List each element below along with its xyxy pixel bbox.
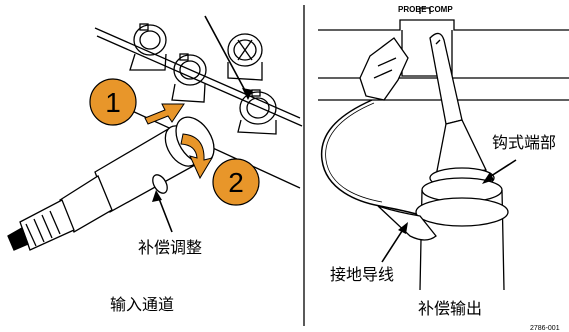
input-channel-label: 输入通道 [110,295,174,314]
right-arrow-icon [144,103,185,125]
target-pointer-line [204,15,249,97]
comp-output-label: 补偿输出 [418,299,482,318]
curved-arrow-icon [180,133,214,180]
hook-tip-label: 钩式端部 [492,133,556,152]
figure-id: 2786-001 [530,325,560,332]
ground-lead-label: 接地导线 [330,265,394,284]
comp-adjust-label: 补偿调整 [138,238,202,257]
step-2-marker: 2 [212,158,260,206]
ground-lead-pointer [381,227,405,263]
ground-clip [359,37,409,101]
hook-tip-probe [415,32,509,291]
ground-lead-wire [320,99,429,219]
ground-lead-arrowhead [398,222,408,234]
probe-body [7,116,215,251]
target-pointer-arrowhead [242,88,253,100]
probe-comp-label: PROBE COMP [398,5,453,14]
comp-adjust-arrowhead [152,190,162,202]
step-1-marker: 1 [89,78,137,126]
step-2-number: 2 [228,167,244,198]
step-1-number: 1 [105,87,121,118]
comp-adjust-pointer [157,195,173,233]
oscilloscope-front-panel [94,23,303,189]
hook-tip-pointer [487,159,517,179]
hook-tip-arrowhead [482,172,494,184]
